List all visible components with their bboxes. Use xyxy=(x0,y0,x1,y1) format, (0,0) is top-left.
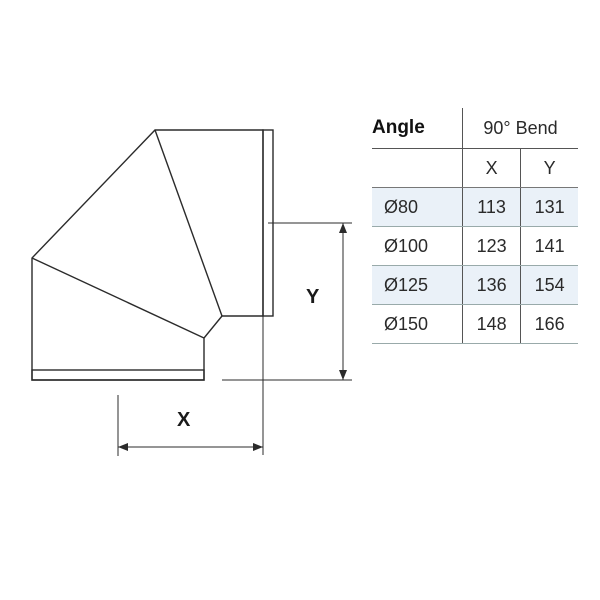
bend-header: 90° Bend xyxy=(462,108,578,149)
arrow-y-bottom xyxy=(339,370,347,380)
elbow-outline xyxy=(31,129,264,381)
arrow-x-left xyxy=(118,443,128,451)
bottom-flange xyxy=(31,369,205,381)
subheader-blank xyxy=(372,148,463,188)
dimension-table: Angle 90° Bend X Y Ø80 113 131 Ø100 123 … xyxy=(372,108,578,344)
x-value-cell: 148 xyxy=(461,304,521,344)
subheader-y: Y xyxy=(520,148,578,188)
arrow-y-top xyxy=(339,223,347,233)
x-value-cell: 136 xyxy=(461,265,521,305)
table-subheader-row: X Y xyxy=(372,148,578,188)
table-row: Ø150 148 166 xyxy=(372,304,578,344)
diameter-cell: Ø100 xyxy=(372,226,463,266)
dimension-x-label: X xyxy=(177,409,191,431)
table-row: Ø125 136 154 xyxy=(372,265,578,305)
y-value-cell: 166 xyxy=(520,304,578,344)
diameter-cell: Ø125 xyxy=(372,265,463,305)
y-value-cell: 131 xyxy=(520,187,578,227)
elbow-seam-1 xyxy=(154,129,223,317)
diameter-cell: Ø150 xyxy=(372,304,463,344)
arrow-x-right xyxy=(253,443,263,451)
y-value-cell: 141 xyxy=(520,226,578,266)
angle-header: Angle xyxy=(372,108,463,149)
x-value-cell: 113 xyxy=(461,187,521,227)
elbow-seam-2 xyxy=(31,257,205,339)
table-row: Ø80 113 131 xyxy=(372,187,578,227)
table-header-row: Angle 90° Bend xyxy=(372,108,578,149)
table-row: Ø100 123 141 xyxy=(372,226,578,266)
subheader-x: X xyxy=(461,148,521,188)
y-value-cell: 154 xyxy=(520,265,578,305)
dimension-y-label: Y xyxy=(306,286,320,308)
diameter-cell: Ø80 xyxy=(372,187,463,227)
x-value-cell: 123 xyxy=(461,226,521,266)
